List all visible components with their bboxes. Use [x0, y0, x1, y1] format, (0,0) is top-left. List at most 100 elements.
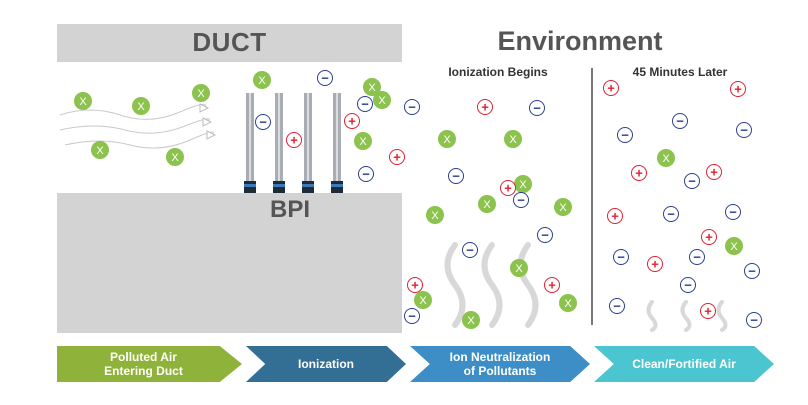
pollutant-glyph: X	[171, 152, 179, 164]
wavy-line	[517, 242, 539, 328]
pollutant-particle: X	[253, 71, 271, 89]
negative-ion-glyph: −	[676, 114, 684, 129]
negative-ion-glyph: −	[740, 123, 748, 138]
duct-title: DUCT	[192, 27, 267, 57]
ionizer-tubes	[244, 93, 343, 193]
pollutant-particle: X	[132, 97, 150, 115]
positive-ion: +	[700, 303, 716, 319]
pollutant-glyph: X	[467, 315, 475, 327]
negative-ion-glyph: −	[361, 97, 369, 112]
duct-top-wall	[57, 24, 402, 62]
positive-ion-glyph: +	[607, 81, 615, 96]
pollutant-glyph: X	[197, 88, 205, 100]
pollutant-glyph: X	[419, 295, 427, 307]
positive-ion-glyph: +	[611, 209, 619, 224]
negative-ion: −	[255, 114, 271, 130]
positive-ion-glyph: +	[651, 257, 659, 272]
negative-ion: −	[529, 100, 545, 116]
bpi-unit-block	[57, 193, 402, 333]
negative-ion: −	[317, 70, 333, 86]
positive-ion: +	[706, 164, 722, 180]
positive-ion-glyph: +	[710, 165, 718, 180]
positive-ion: +	[286, 132, 302, 148]
positive-ion-glyph: +	[635, 166, 643, 181]
ionizer-tube	[302, 93, 314, 193]
positive-ion-glyph: +	[290, 133, 298, 148]
pollutant-particle: X	[426, 206, 444, 224]
pollutant-glyph: X	[96, 145, 104, 157]
positive-ion-glyph: +	[548, 278, 556, 293]
wavy-line	[646, 300, 658, 332]
negative-ion-glyph: −	[693, 250, 701, 265]
pollutant-particle: X	[91, 141, 109, 159]
step-3-line-1: Ion Neutralization	[449, 350, 551, 364]
pollutant-glyph: X	[378, 95, 386, 107]
airflow-arrowhead	[199, 103, 210, 113]
negative-ion-glyph: −	[408, 100, 416, 115]
negative-ion: −	[663, 206, 679, 222]
step-2-line-1: Ionization	[298, 357, 354, 371]
negative-ion: −	[736, 122, 752, 138]
pollutant-particle: X	[363, 78, 381, 96]
pollutant-particle: X	[373, 91, 391, 109]
wavy-line	[680, 300, 692, 332]
step-1-line-1: Polluted Air	[110, 350, 177, 364]
ionization-begins-caption: Ionization Begins	[448, 65, 548, 79]
positive-ion: +	[407, 277, 423, 293]
positive-ion: +	[701, 229, 717, 245]
environment-title: Environment	[497, 26, 663, 56]
negative-ion: −	[680, 277, 696, 293]
negative-ion-glyph: −	[684, 278, 692, 293]
negative-ion: −	[744, 263, 760, 279]
positive-ion-glyph: +	[481, 100, 489, 115]
negative-ion: −	[357, 96, 373, 112]
wavy-lines	[444, 242, 728, 332]
pollutant-particle: X	[504, 130, 522, 148]
negative-ion-glyph: −	[688, 174, 696, 189]
positive-ion: +	[477, 99, 493, 115]
negative-ion: −	[617, 127, 633, 143]
negative-ion-glyph: −	[541, 228, 549, 243]
pollutant-glyph: X	[443, 134, 451, 146]
positive-ion: +	[647, 256, 663, 272]
pollutant-particle: X	[725, 237, 743, 255]
positive-ion: +	[603, 80, 619, 96]
panel-divider	[591, 68, 593, 325]
negative-ion-glyph: −	[613, 299, 621, 314]
positive-ion: +	[730, 81, 746, 97]
pollutant-glyph: X	[519, 179, 527, 191]
negative-ion-glyph: −	[362, 167, 370, 182]
positive-ion-glyph: +	[348, 114, 356, 129]
pollutant-particle: X	[462, 311, 480, 329]
step-ionization: Ionization	[246, 346, 406, 382]
positive-ion: +	[631, 165, 647, 181]
pollutant-particle: X	[438, 130, 456, 148]
ionizer-tube	[244, 93, 256, 193]
negative-ion: −	[672, 113, 688, 129]
negative-ion: −	[448, 168, 464, 184]
step-1-line-2: Entering Duct	[104, 364, 183, 378]
negative-ion: −	[537, 227, 553, 243]
pollutant-particle: X	[414, 291, 432, 309]
pollutant-glyph: X	[730, 241, 738, 253]
pollutant-glyph: X	[564, 298, 572, 310]
negative-ion: −	[404, 308, 420, 324]
positive-ion: +	[389, 149, 405, 165]
positive-ion-glyph: +	[393, 150, 401, 165]
pollutant-glyph: X	[431, 210, 439, 222]
negative-ion: −	[462, 242, 478, 258]
positive-ion: +	[544, 277, 560, 293]
pollutant-particle: X	[354, 132, 372, 150]
pollutant-glyph: X	[662, 153, 670, 165]
negative-ion: −	[513, 192, 529, 208]
positive-ion: +	[344, 113, 360, 129]
pollutant-glyph: X	[359, 136, 367, 148]
pollutant-particle: X	[166, 148, 184, 166]
negative-ion-glyph: −	[533, 101, 541, 116]
pollutant-particle: X	[554, 198, 572, 216]
step-3-line-2: of Pollutants	[463, 364, 537, 378]
negative-ion-glyph: −	[729, 205, 737, 220]
airflow-line	[59, 118, 210, 134]
positive-ion-glyph: +	[734, 82, 742, 97]
